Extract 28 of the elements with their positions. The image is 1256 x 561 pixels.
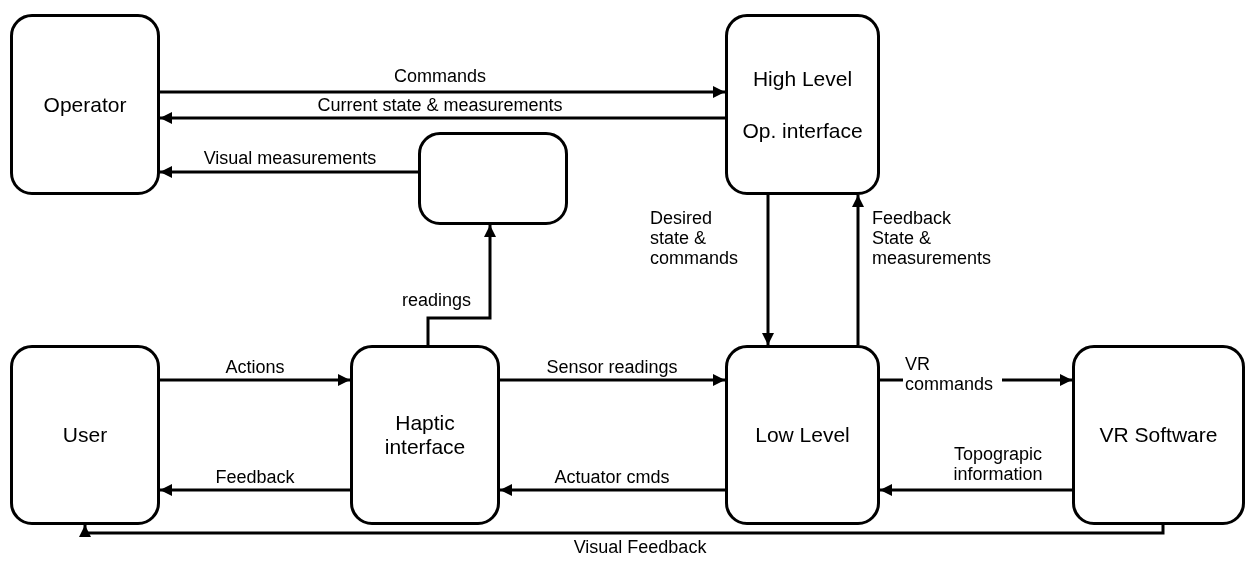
arrow: [160, 374, 350, 386]
empty-box: [418, 132, 568, 225]
arrow: [852, 195, 864, 345]
node-label: VR Software: [1099, 423, 1218, 447]
node-label: High Level: [752, 66, 853, 91]
arrow: [79, 524, 1165, 537]
node-label: Operator: [43, 92, 127, 117]
process-box: [350, 345, 500, 525]
process-box: [725, 14, 880, 195]
node-label: User: [62, 423, 108, 447]
arrow: [880, 484, 1072, 496]
arrow: [160, 112, 725, 124]
process-box: [725, 345, 880, 525]
arrow: [160, 484, 350, 496]
arrow: [500, 374, 725, 386]
process-box: [10, 345, 160, 525]
arrow: [500, 484, 725, 496]
arrow: [160, 86, 725, 98]
edge-label: readings: [400, 290, 474, 310]
arrow: [426, 225, 496, 345]
node-label: Low Level: [755, 423, 850, 447]
edge-label: Sensor readings: [544, 357, 680, 377]
arrow: [762, 195, 774, 345]
node-label: Haptic interface: [383, 411, 467, 459]
arrow: [160, 166, 418, 178]
node-label: Op. interface: [742, 118, 863, 143]
process-box: [1072, 345, 1245, 525]
process-box: [10, 14, 160, 195]
